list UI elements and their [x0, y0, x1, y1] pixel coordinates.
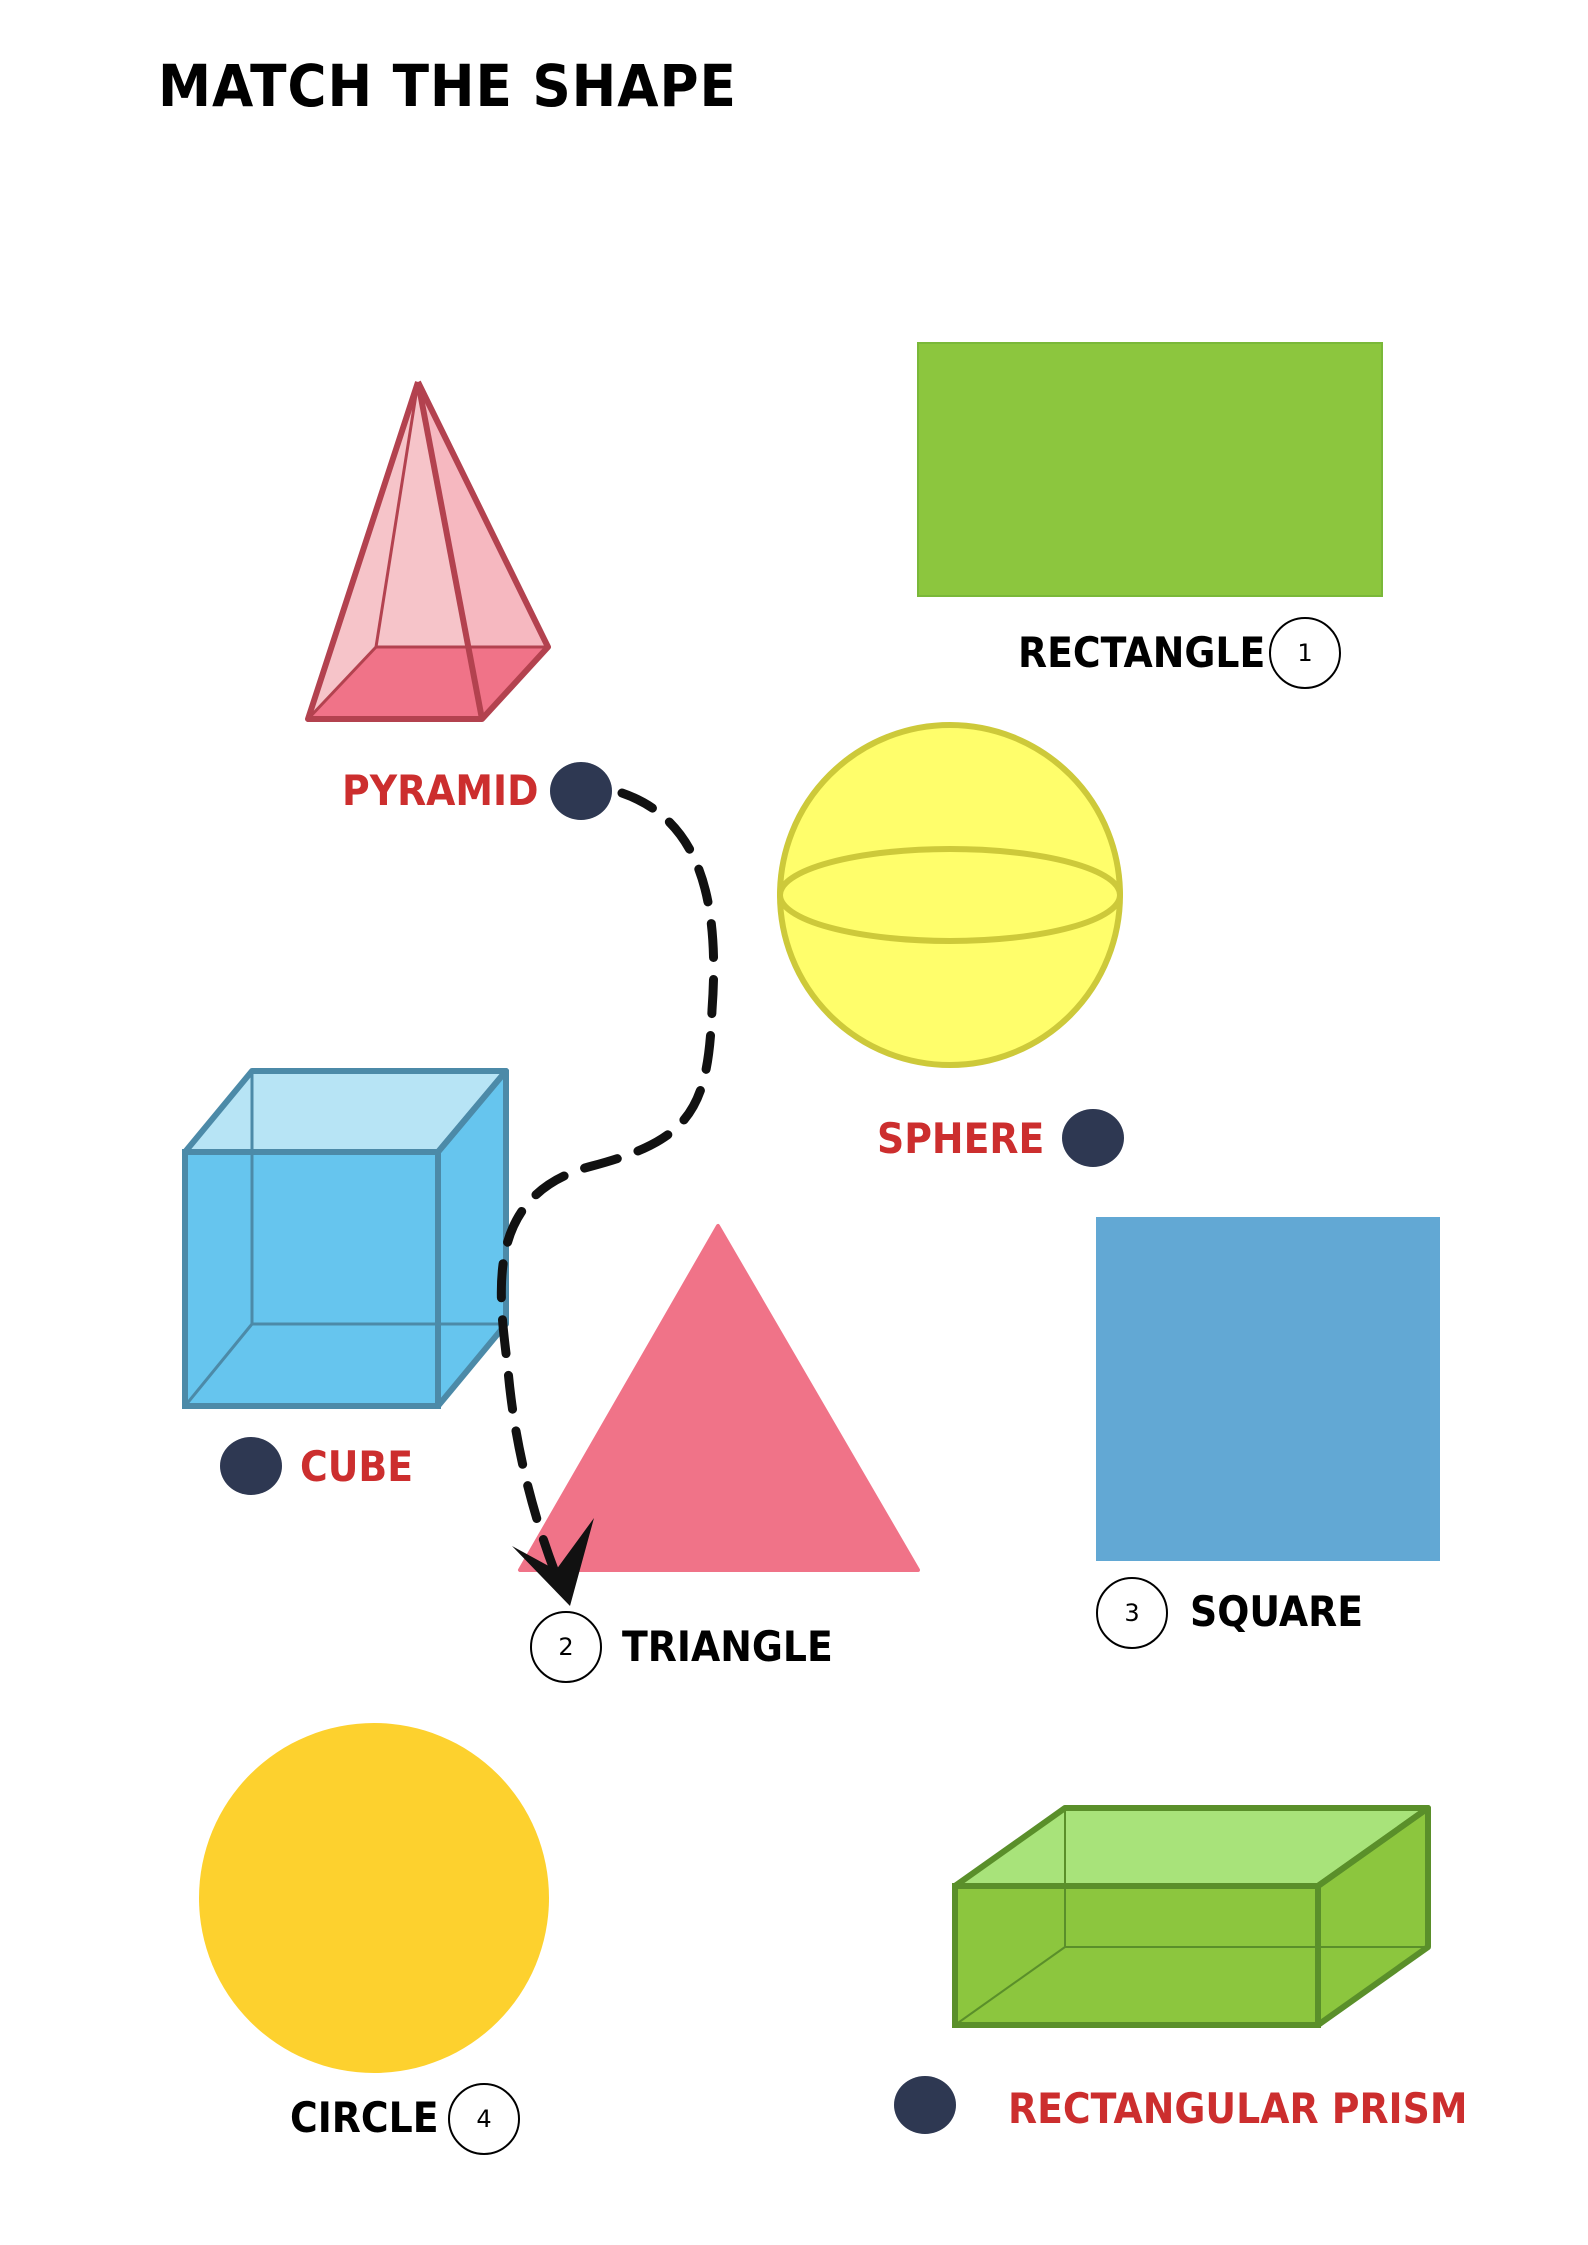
circle-number[interactable]: 4: [448, 2083, 520, 2155]
pyramid-dot[interactable]: [550, 762, 612, 820]
prism-label: RECTANGULAR PRISM: [1008, 2084, 1468, 2133]
sphere-label: SPHERE: [877, 1114, 1045, 1163]
circle-label: CIRCLE: [290, 2093, 439, 2142]
triangle-shape: [518, 1224, 920, 1572]
page-title: MATCH THE SHAPE: [158, 52, 737, 120]
sphere-dot[interactable]: [1062, 1109, 1124, 1167]
arrowhead-icon: [512, 1518, 594, 1606]
match-dashed-line: [496, 788, 719, 1580]
sphere-shape: [777, 722, 1123, 1068]
triangle-label: TRIANGLE: [622, 1622, 833, 1671]
square-number[interactable]: 3: [1096, 1577, 1168, 1649]
pyramid-shape: [305, 380, 551, 722]
cube-dot[interactable]: [220, 1437, 282, 1495]
square-label: SQUARE: [1190, 1587, 1364, 1636]
square-shape: [1096, 1217, 1440, 1561]
rectangular-prism-shape: [952, 1805, 1431, 2028]
prism-dot[interactable]: [894, 2076, 956, 2134]
rectangle-shape: [917, 342, 1383, 597]
circle-shape: [199, 1723, 549, 2073]
cube-label: CUBE: [300, 1442, 414, 1491]
rectangle-number[interactable]: 1: [1269, 617, 1341, 689]
cube-shape: [182, 1068, 509, 1409]
triangle-number[interactable]: 2: [530, 1611, 602, 1683]
rectangle-label: RECTANGLE: [1018, 628, 1266, 677]
pyramid-label: PYRAMID: [342, 766, 539, 815]
